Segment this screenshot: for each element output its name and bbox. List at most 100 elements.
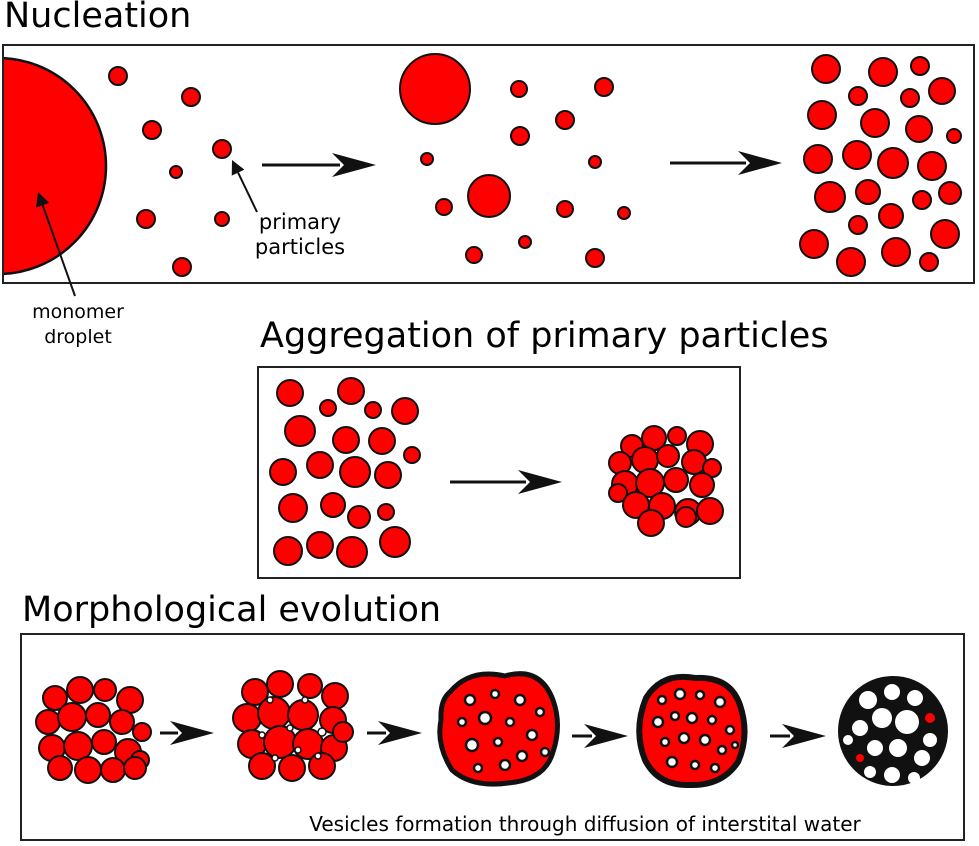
monomer-droplet-line2: droplet: [44, 326, 112, 348]
morphology-arrow-4: [770, 724, 826, 748]
vesicle: [895, 710, 919, 734]
nucleation-arrow-2: [670, 151, 782, 175]
aggregate-particle: [656, 444, 680, 468]
morphology-arrow-2-head: [378, 721, 422, 745]
growing-particle: [588, 155, 602, 169]
vesicle: [859, 691, 877, 709]
aggregate-particle: [66, 676, 94, 704]
vesicle: [713, 695, 727, 709]
nucleated-particle: [900, 88, 920, 108]
aggregate-particle: [93, 678, 117, 702]
primary-particle: [276, 379, 304, 407]
nucleated-particle: [842, 140, 872, 170]
primary-particle: [377, 503, 395, 521]
nucleated-particle: [855, 179, 881, 205]
growing-particle: [467, 174, 511, 218]
primary-particle: [379, 526, 411, 558]
pointer-arrows: [36, 160, 258, 297]
morphology-arrow-1-head: [170, 721, 214, 745]
growing-particle: [465, 246, 483, 264]
nucleated-particle: [881, 237, 911, 267]
aggregate-particle: [696, 497, 724, 525]
vesicle: [698, 733, 712, 747]
merging-particle: [248, 752, 276, 780]
coalescing-aggregate: [232, 670, 354, 782]
nucleation-title: Nucleation: [4, 0, 192, 36]
vesicle: [534, 706, 546, 718]
vesicle: [923, 733, 937, 747]
nucleated-particle: [912, 190, 932, 210]
vesicle: [908, 772, 920, 784]
interstitial-gap: [258, 731, 266, 739]
merging-particle: [308, 752, 336, 780]
merging-particle: [332, 721, 354, 743]
growing-particle: [510, 126, 530, 146]
nucleated-particle: [928, 77, 956, 105]
morphology-arrow-3-head: [584, 724, 628, 748]
primary-particle: [347, 505, 371, 529]
primary-particles-pointer-line: [237, 172, 258, 213]
merging-particle: [241, 678, 269, 706]
aggregate-particle: [689, 472, 715, 498]
morphology-title: Morphological evolution: [22, 590, 442, 630]
growing-particle: [594, 77, 614, 97]
primary-particle: [319, 399, 337, 417]
primary-particle: [368, 427, 396, 455]
primary-particle: [306, 531, 334, 559]
vesicle: [477, 710, 493, 726]
aggregate-particle: [109, 709, 135, 735]
vesicle: [669, 710, 681, 722]
vesicle: [852, 720, 868, 736]
aggregate-particle: [123, 756, 147, 780]
vesicle: [889, 739, 907, 757]
primary-particle: [169, 165, 183, 179]
aggregate-particle: [74, 756, 102, 784]
aggregate-particle: [100, 757, 126, 783]
nucleated-particle: [868, 57, 898, 87]
primary-particle: [306, 451, 334, 479]
aggregation-arrow: [450, 470, 562, 494]
primary-particles-pointer-head: [231, 160, 245, 176]
primary-particle: [391, 397, 419, 425]
nucleated-particle: [878, 203, 904, 229]
aggregation-stages: [269, 377, 724, 568]
merging-particle: [321, 682, 349, 710]
vesicle: [673, 687, 687, 701]
growing-particle: [510, 80, 528, 98]
nucleation-stages: [4, 53, 962, 277]
nucleated-particle: [799, 229, 829, 259]
aggregate-particle: [91, 729, 117, 755]
merging-particle: [278, 754, 306, 782]
primary-particles-pointer: [231, 160, 258, 213]
growing-particle: [435, 198, 453, 216]
nucleated-particle: [807, 100, 837, 130]
vesicle: [884, 767, 900, 783]
growing-particle: [555, 110, 575, 130]
growing-particle: [617, 206, 631, 220]
nucleated-particle: [814, 181, 846, 213]
monomer-droplet-pointer: [36, 192, 76, 297]
vesicle: [456, 716, 468, 728]
morphology-stages: [35, 670, 948, 789]
nucleation-arrow-2-head: [738, 151, 782, 175]
aggregate-particle: [57, 702, 87, 732]
aggregate-particle: [63, 731, 93, 761]
vesicle-blob: [437, 671, 560, 787]
growing-particle: [556, 200, 574, 218]
aggregate-particle: [47, 755, 73, 781]
aggregate-particle: [667, 426, 687, 446]
vesicle: [677, 731, 691, 745]
nucleated-particle: [836, 247, 866, 277]
primary-particle: [320, 492, 346, 518]
primary-particle: [136, 209, 156, 229]
final-vesicular-particle: [838, 676, 948, 786]
monomer-droplet-pointer-head: [36, 192, 50, 208]
vesicle: [864, 766, 876, 778]
primary-particle: [212, 139, 232, 159]
vesicle: [689, 759, 701, 771]
nucleated-particle: [930, 219, 960, 249]
aggregate-particle: [132, 722, 152, 742]
aggregate-particle: [35, 709, 61, 735]
morphology-arrow-4-head: [782, 724, 826, 748]
vesicle: [867, 740, 883, 756]
